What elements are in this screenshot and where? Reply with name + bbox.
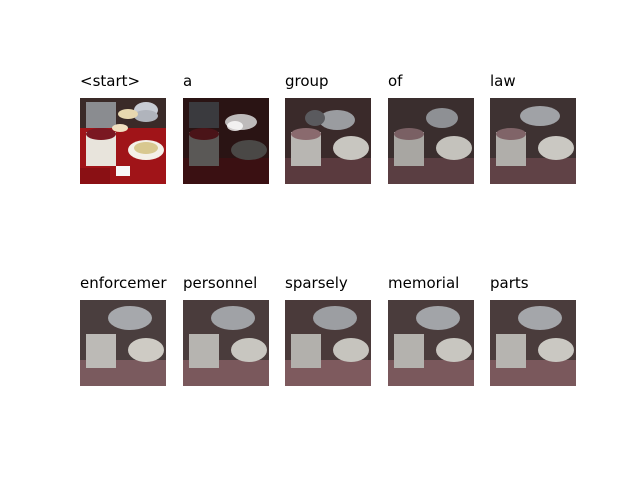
caption-word: memorial	[388, 274, 460, 292]
attention-map	[490, 300, 576, 386]
caption-word: law	[490, 72, 516, 90]
attention-map	[285, 300, 371, 386]
attention-map	[285, 98, 371, 184]
caption-word: <start>	[80, 72, 141, 90]
caption-word: group	[285, 72, 329, 90]
attention-map	[183, 98, 269, 184]
caption-word: a	[183, 72, 193, 90]
attention-map	[388, 98, 474, 184]
attention-map	[80, 300, 166, 386]
attention-map	[490, 98, 576, 184]
caption-word: sparsely	[285, 274, 348, 292]
attention-map	[388, 300, 474, 386]
attention-map	[183, 300, 269, 386]
caption-word: of	[388, 72, 403, 90]
caption-word: personnel	[183, 274, 258, 292]
source-image	[80, 98, 166, 184]
caption-word: parts	[490, 274, 529, 292]
caption-word: enforcemer	[80, 274, 167, 292]
